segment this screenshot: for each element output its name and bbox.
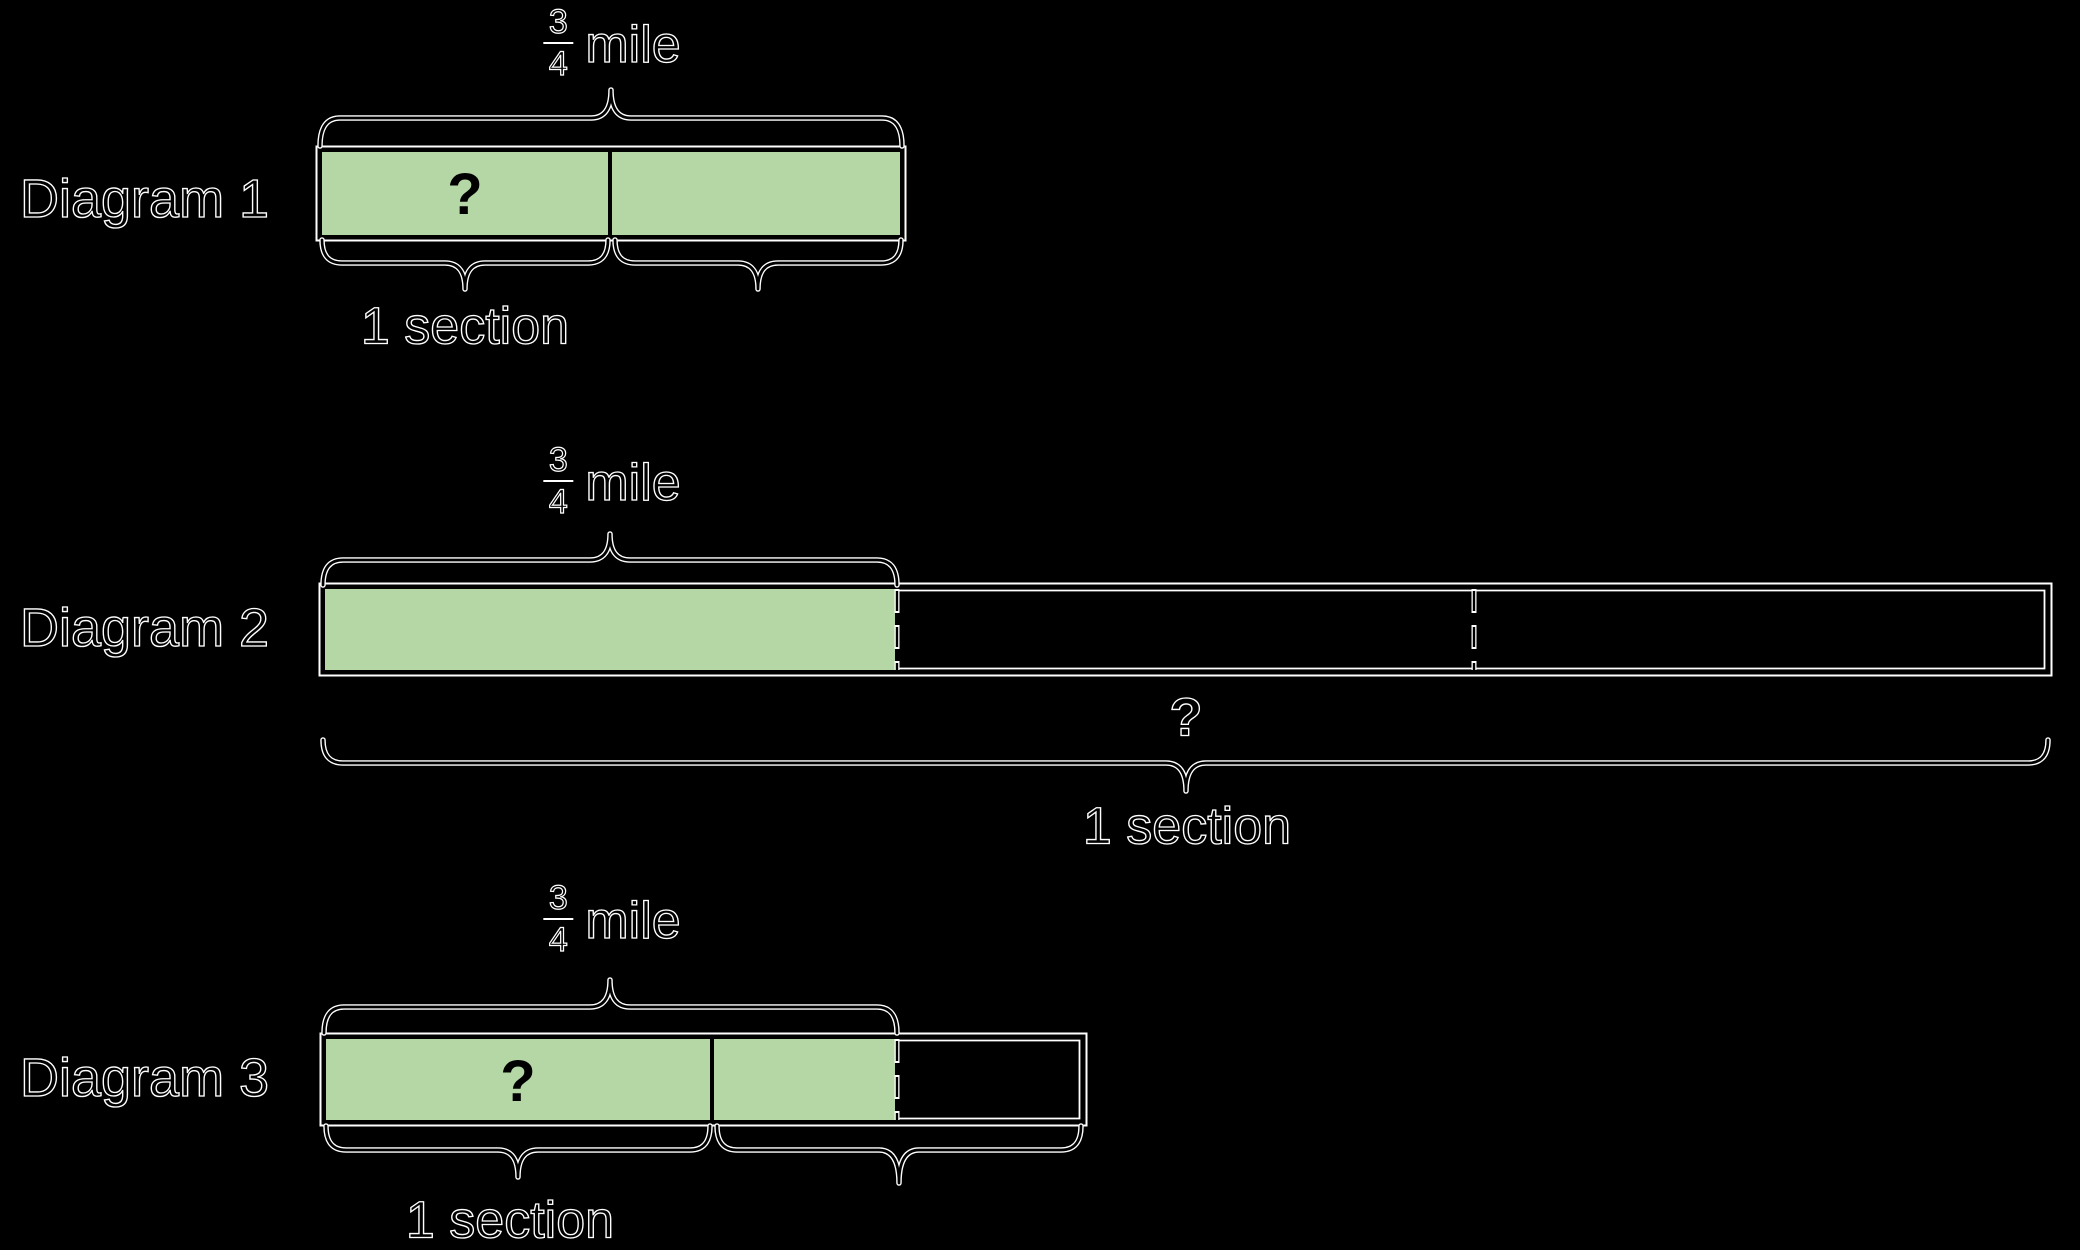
fraction-bar bbox=[543, 918, 574, 920]
bar3-empty-inner-outline bbox=[897, 1039, 1081, 1120]
brace-top-diagram-1 bbox=[317, 87, 905, 149]
mile-word: mile bbox=[585, 15, 682, 74]
brace-bottom-right-diagram-1 bbox=[612, 237, 904, 292]
fraction-bar bbox=[543, 42, 574, 44]
diagram-1-section-label: 1 section bbox=[360, 297, 570, 356]
diagram-2-whole-question: ? bbox=[1169, 687, 1203, 748]
brace-bottom-left-diagram-1 bbox=[319, 237, 611, 292]
bar2-green-segment bbox=[321, 585, 899, 674]
fraction-bar bbox=[543, 480, 574, 482]
diagram-2-title: Diagram 2 bbox=[19, 597, 270, 658]
fraction-numerator: 3 bbox=[548, 441, 568, 479]
diagram-3-cell-question: ? bbox=[500, 1049, 536, 1114]
mile-word: mile bbox=[585, 453, 682, 512]
diagram-2-measure-label: 3 4 mile bbox=[543, 441, 682, 521]
bar3-outer-outline bbox=[319, 1032, 1088, 1127]
diagram-3-measure-label: 3 4 mile bbox=[543, 879, 682, 959]
bar3-green-segment bbox=[322, 1035, 899, 1124]
brace-bottom-right-diagram-3 bbox=[714, 1123, 1084, 1186]
fraction-denominator: 4 bbox=[548, 45, 568, 83]
mile-word: mile bbox=[585, 891, 682, 950]
bar2-outer-outline bbox=[318, 582, 2053, 677]
diagram-2-section-label: 1 section bbox=[1082, 797, 1292, 856]
bar2-empty-inner-outline bbox=[897, 589, 2046, 670]
diagram-1-title: Diagram 1 bbox=[19, 168, 270, 229]
fraction-denominator: 4 bbox=[548, 483, 568, 521]
fraction-three-fourths: 3 4 bbox=[543, 3, 574, 83]
fraction-denominator: 4 bbox=[548, 921, 568, 959]
brace-bottom-diagram-2 bbox=[320, 737, 2051, 794]
tape-bar-diagram-2 bbox=[318, 582, 2053, 677]
fraction-numerator: 3 bbox=[548, 879, 568, 917]
fraction-three-fourths: 3 4 bbox=[543, 879, 574, 959]
brace-bottom-left-diagram-3 bbox=[323, 1123, 713, 1180]
bar1-outer-outline bbox=[315, 145, 907, 242]
tape-bar-diagram-3 bbox=[319, 1032, 1088, 1127]
diagram-1-measure-label: 3 4 mile bbox=[543, 3, 682, 83]
fraction-numerator: 3 bbox=[548, 3, 568, 41]
brace-top-diagram-2 bbox=[320, 531, 900, 588]
diagram-3-section-label: 1 section bbox=[405, 1191, 615, 1250]
diagram-3-title: Diagram 3 bbox=[19, 1047, 270, 1108]
tape-bar-diagram-1 bbox=[315, 145, 907, 242]
diagram-1-cell-question: ? bbox=[447, 162, 483, 227]
brace-top-diagram-3 bbox=[321, 977, 900, 1036]
fraction-three-fourths: 3 4 bbox=[543, 441, 574, 521]
